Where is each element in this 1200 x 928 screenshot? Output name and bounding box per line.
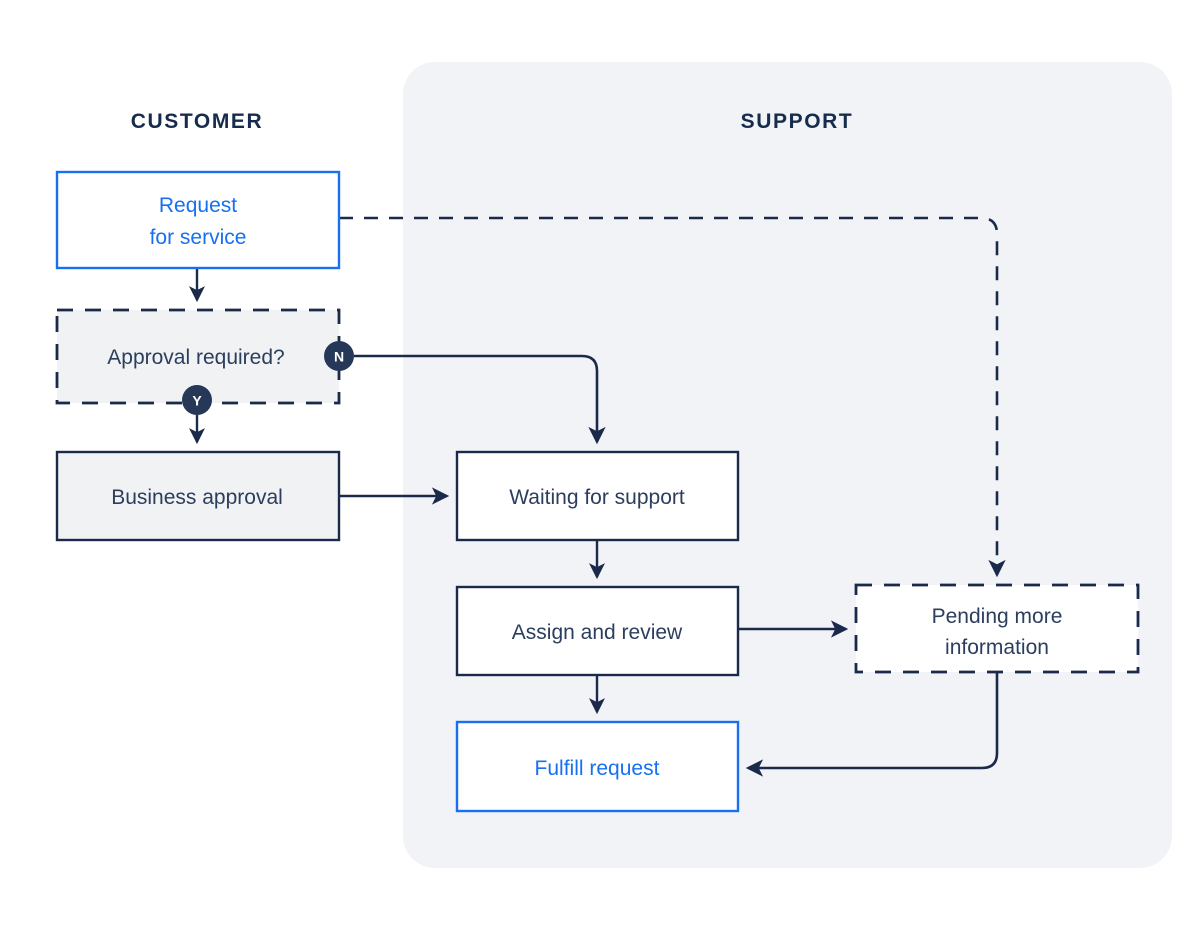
lane-title-support: SUPPORT (741, 110, 854, 133)
edge-approval-no-to-waiting (354, 354, 606, 445)
badge-y-yes: Y (182, 385, 212, 415)
edge-line (354, 354, 606, 445)
node-request-for-service[interactable]: Request for service (55, 170, 341, 270)
node-box (55, 170, 341, 270)
edge-line-dashed (339, 216, 1006, 578)
edge-line (745, 672, 999, 777)
node-label-line-1: Pending more (932, 605, 1063, 628)
node-waiting-for-support[interactable]: Waiting for support (455, 450, 740, 542)
badge-circle (324, 341, 354, 371)
node-box (455, 720, 740, 813)
edge-request-to-pending-dashed (339, 216, 1006, 578)
edge-pending-to-fulfill (745, 672, 999, 777)
node-box (55, 450, 341, 542)
node-label-line-1: Request (159, 194, 237, 217)
node-box (455, 585, 740, 677)
node-label-line-2: information (945, 636, 1049, 659)
node-label: Assign and review (512, 621, 683, 644)
node-assign-and-review[interactable]: Assign and review (455, 585, 740, 677)
node-label: Approval required? (107, 346, 284, 369)
node-label: Fulfill request (535, 757, 660, 780)
node-label: Waiting for support (509, 486, 685, 509)
node-pending-more-information[interactable]: Pending more information (854, 583, 1140, 674)
badge-label: N (334, 349, 344, 365)
node-business-approval[interactable]: Business approval (55, 450, 341, 542)
badge-label: Y (192, 393, 202, 409)
badge-n-no: N (324, 341, 354, 371)
badge-circle (182, 385, 212, 415)
node-box (455, 450, 740, 542)
node-fulfill-request[interactable]: Fulfill request (455, 720, 740, 813)
node-label-line-2: for service (150, 226, 247, 249)
node-box (854, 583, 1140, 674)
node-label: Business approval (111, 486, 283, 509)
lane-title-customer: CUSTOMER (131, 110, 264, 133)
